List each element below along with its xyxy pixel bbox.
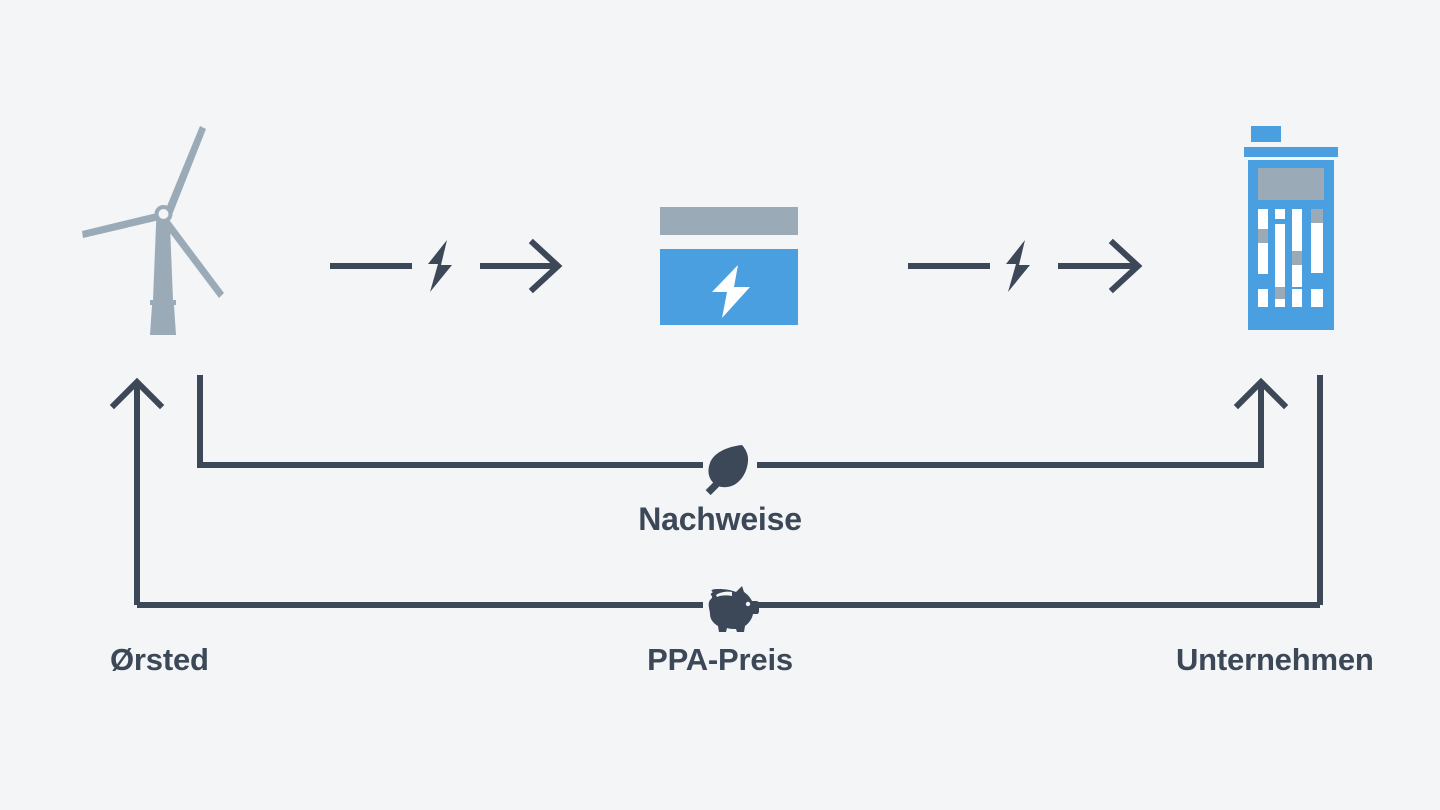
electricity-arrow-left (330, 238, 563, 294)
flow-label-ppa-preis: PPA-Preis (647, 642, 793, 677)
piggy-bank-icon (708, 586, 759, 632)
power-grid-icon (660, 207, 798, 325)
office-building-icon (1244, 126, 1338, 330)
grid-top-bar (660, 207, 798, 235)
node-label-unternehmen: Unternehmen (1176, 642, 1374, 677)
grid-bolt-icon (712, 265, 750, 318)
nachweise-flow-path (109, 375, 1323, 605)
electricity-arrow-right (908, 238, 1143, 294)
lightning-bolt-icon (1006, 240, 1030, 292)
lightning-bolt-icon (428, 240, 452, 292)
wind-turbine-icon (82, 126, 224, 335)
leaf-icon (705, 445, 749, 496)
flow-label-nachweise: Nachweise (638, 501, 802, 537)
node-label-orsted: Ørsted (110, 642, 209, 677)
